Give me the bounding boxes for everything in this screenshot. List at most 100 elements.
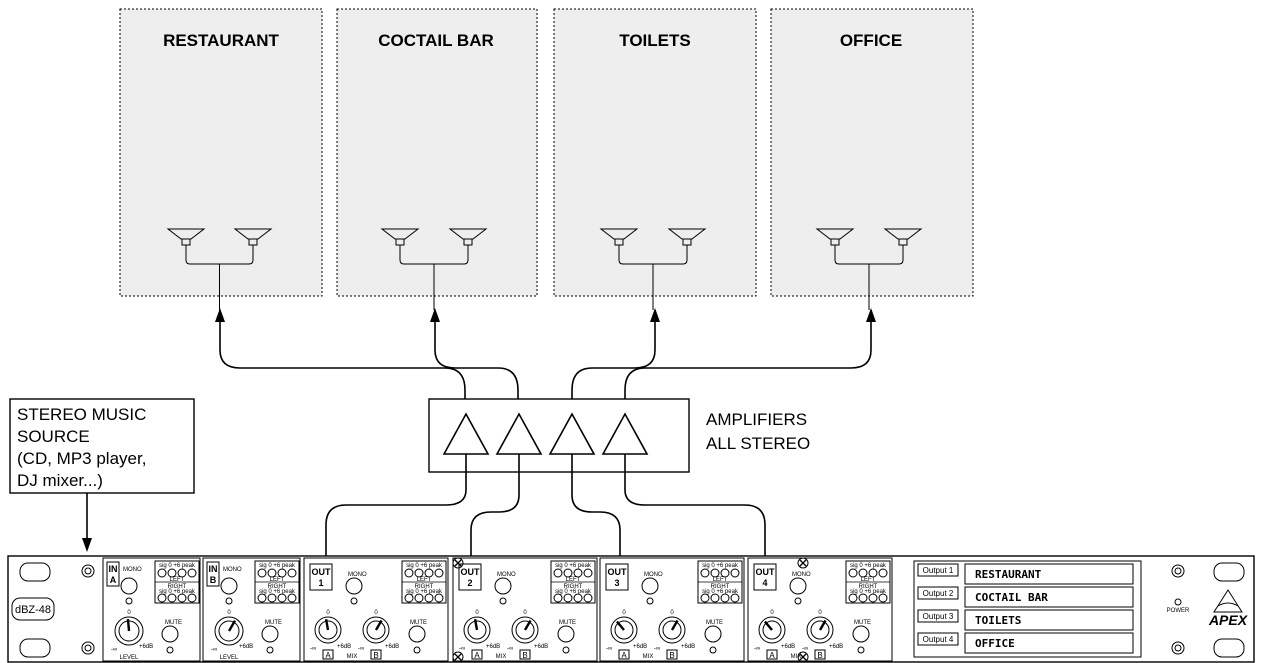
speaker-wiring (834, 245, 904, 310)
mute-button[interactable] (261, 625, 279, 643)
mono-button[interactable] (789, 577, 807, 595)
screw (81, 564, 95, 578)
scale-max: +6dB (385, 644, 399, 650)
mono-button[interactable] (345, 577, 363, 595)
scale-zero: 0 (326, 610, 330, 616)
model-plate (11, 597, 55, 621)
knob-icon[interactable] (114, 616, 144, 646)
mix-label: MIX (496, 654, 507, 660)
mono-button[interactable] (494, 577, 512, 595)
meter-right-label: RIGHT (168, 584, 187, 590)
meter-scale-label: sig 0 +6 peak (555, 589, 592, 595)
brand-label: APEX (1208, 612, 1249, 628)
power-label: POWER (1167, 608, 1190, 614)
scale-min: -∞ (754, 646, 760, 652)
mute-led (562, 646, 570, 654)
meter-led (434, 593, 444, 603)
speaker-wiring (185, 245, 254, 310)
meter-left-label: LEFT (566, 577, 581, 583)
meter-led (563, 593, 573, 603)
scale-zero: 0 (523, 610, 527, 616)
meter-led (583, 568, 593, 578)
meter-led (858, 593, 868, 603)
rack-ear-hole (1213, 562, 1245, 582)
amplifier-box (428, 398, 690, 473)
mute-button[interactable] (852, 625, 870, 643)
meter-led (167, 593, 177, 603)
mono-button[interactable] (220, 577, 238, 595)
scale-max: +6dB (534, 644, 548, 650)
meter-led (424, 593, 434, 603)
mute-label: MUTE (559, 620, 576, 626)
meter-led (730, 568, 740, 578)
zone-title: RESTAURANT (163, 31, 279, 50)
meter-led (414, 568, 424, 578)
source-line3: (CD, MP3 player, (17, 449, 146, 468)
model-label: dBZ-48 (15, 604, 51, 616)
mono-button[interactable] (120, 577, 138, 595)
mute-button[interactable] (704, 625, 722, 643)
meter-led (720, 568, 730, 578)
meter-led (573, 568, 583, 578)
knob-icon[interactable] (658, 616, 686, 644)
scale-max: +6dB (239, 644, 253, 650)
device-rack: dBZ-48 POWER APEX (7, 555, 1255, 663)
meter-led (177, 593, 187, 603)
output-tag: 1 (318, 578, 323, 588)
meter-led (404, 593, 414, 603)
zone-title: COCTAIL BAR (378, 31, 494, 50)
meter-scale-label: sig 0 +6 peak (702, 563, 739, 569)
amplifier-note-line2: ALL STEREO (706, 434, 810, 453)
mute-button[interactable] (408, 625, 426, 643)
knob-icon[interactable] (758, 616, 786, 644)
knob-icon[interactable] (610, 616, 638, 644)
scale-zero: 0 (475, 610, 479, 616)
power-led (1174, 598, 1182, 606)
output-tag: OUT (756, 567, 776, 577)
meter-left-label: LEFT (270, 577, 285, 583)
knob-icon[interactable] (214, 616, 244, 646)
meter-scale-label: sig 0 +6 peak (406, 563, 443, 569)
input-tag: IN (209, 564, 218, 574)
output-label: Output 1 (923, 566, 954, 575)
meter-scale-label: sig 0 +6 peak (159, 563, 196, 569)
knob-a-label: A (621, 651, 627, 660)
source-line1: STEREO MUSIC (17, 405, 146, 424)
mono-label: MONO (792, 572, 811, 578)
scale-zero: 0 (670, 610, 674, 616)
mono-button[interactable] (641, 577, 659, 595)
meter-led (878, 593, 888, 603)
meter-scale-label: sig 0 +6 peak (259, 589, 296, 595)
rack-ear-hole (19, 562, 51, 582)
knob-icon[interactable] (463, 616, 491, 644)
knob-icon[interactable] (511, 616, 539, 644)
zone-toilets: TOILETS (553, 8, 757, 297)
knob-icon[interactable] (314, 616, 342, 644)
rack-ear-hole (19, 638, 51, 658)
meter-led (257, 593, 267, 603)
mute-button[interactable] (161, 625, 179, 643)
output-tag: 3 (614, 578, 619, 588)
knob-icon[interactable] (362, 616, 390, 644)
arrow-head (650, 308, 660, 322)
scale-min: -∞ (654, 646, 660, 652)
output-label: Output 4 (923, 635, 954, 644)
mono-led (499, 597, 507, 605)
mix-label: MIX (791, 654, 802, 660)
mute-button[interactable] (557, 625, 575, 643)
knob-a-label: A (325, 651, 331, 660)
scale-zero: 0 (622, 610, 626, 616)
meter-led (730, 593, 740, 603)
meter-led (404, 568, 414, 578)
meter-led (553, 593, 563, 603)
knob-icon[interactable] (806, 616, 834, 644)
cross-marker-icon (797, 651, 809, 663)
scale-min: -∞ (606, 646, 612, 652)
scale-max: +6dB (337, 644, 351, 650)
meter-led (848, 593, 858, 603)
mono-led (794, 597, 802, 605)
